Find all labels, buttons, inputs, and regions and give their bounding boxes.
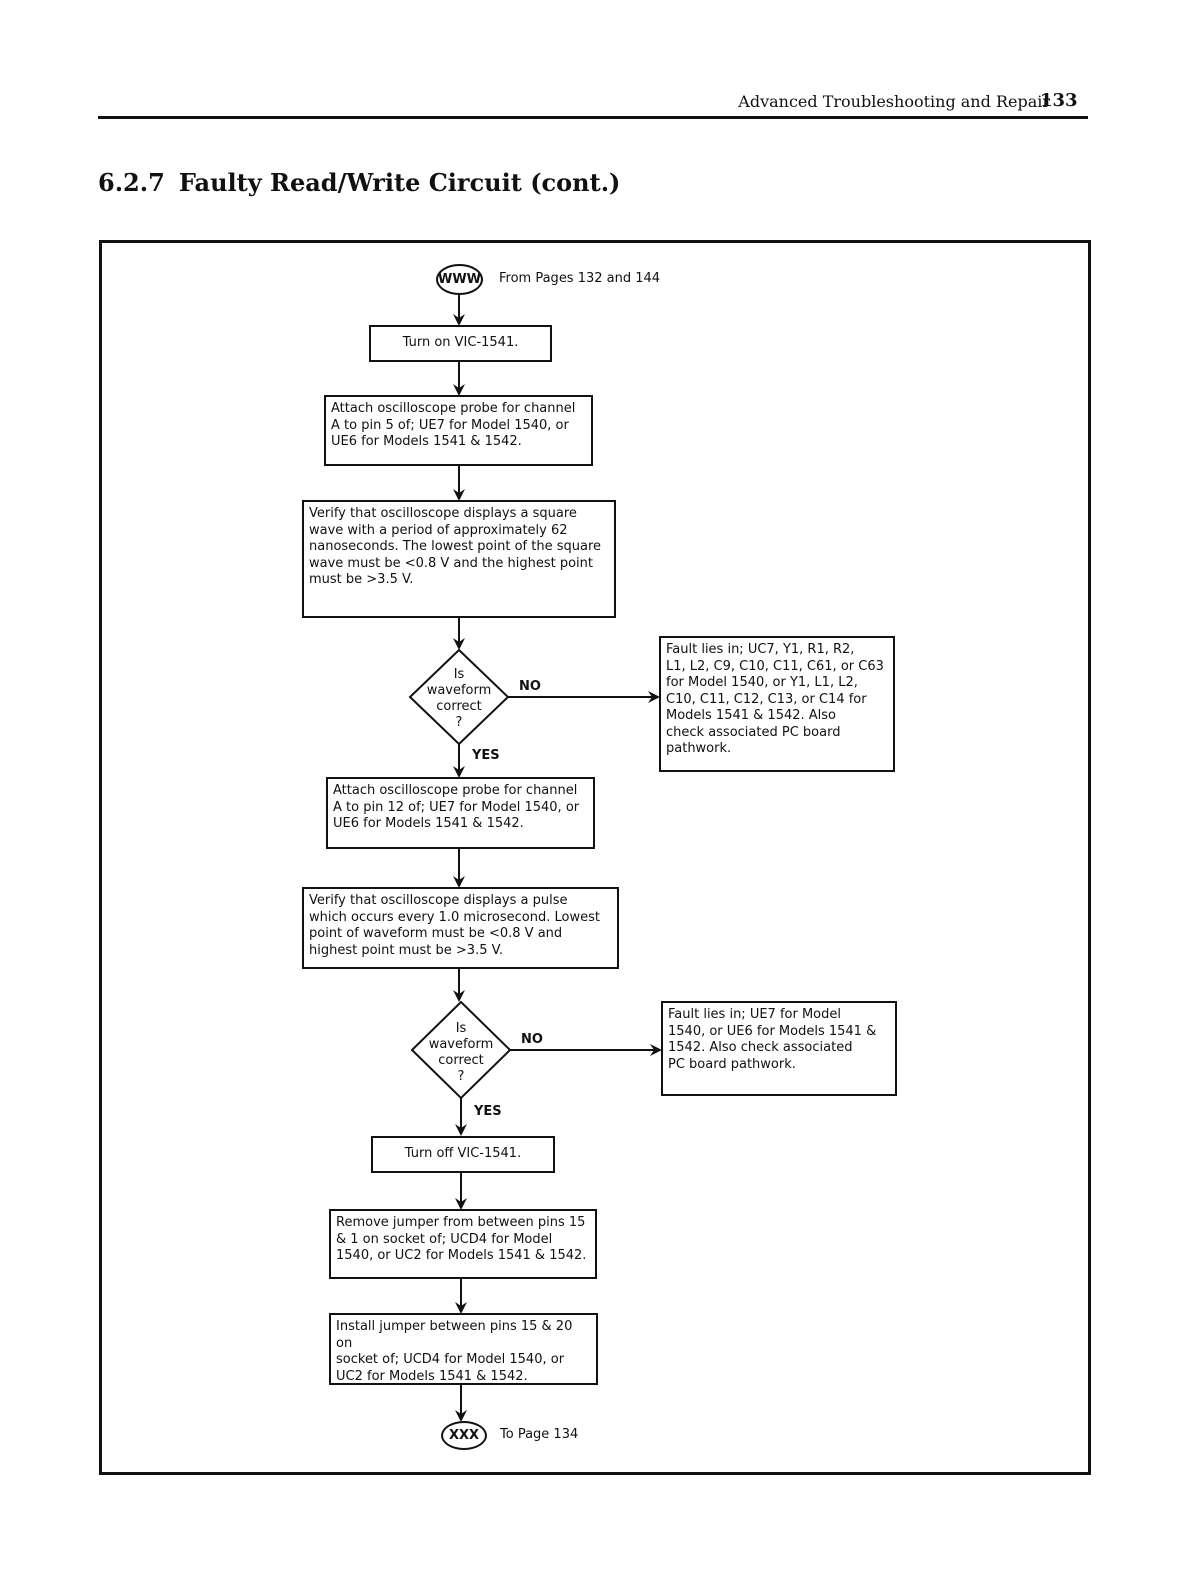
section-title: Faulty Read/Write Circuit (cont.)	[178, 168, 621, 197]
decision2-yes-label: YES	[474, 1104, 502, 1119]
decision1-question: Is waveform correct ?	[426, 667, 492, 730]
fault-box-2: Fault lies in; UE7 for Model 1540, or UE…	[661, 1001, 897, 1096]
page-number: 133	[1040, 90, 1078, 111]
step-remove-jumper: Remove jumper from between pins 15 & 1 o…	[329, 1209, 597, 1279]
end-connector: XXX	[441, 1421, 487, 1450]
flowchart-frame	[99, 240, 1091, 1475]
section-heading: 6.2.7 Faulty Read/Write Circuit (cont.)	[98, 168, 620, 197]
step-attach-probe-pin5: Attach oscilloscope probe for channel A …	[324, 395, 593, 466]
start-connector: WWW	[436, 264, 483, 295]
step-install-jumper: Install jumper between pins 15 & 20 on s…	[329, 1313, 598, 1385]
start-connector-note: From Pages 132 and 144	[499, 271, 661, 286]
step-verify-pulse: Verify that oscilloscope displays a puls…	[302, 887, 619, 969]
step-verify-square-wave: Verify that oscilloscope displays a squa…	[302, 500, 616, 618]
decision1-no-label: NO	[519, 679, 541, 694]
running-head: Advanced Troubleshooting and Repair	[738, 92, 1050, 111]
end-connector-note: To Page 134	[500, 1427, 579, 1442]
section-number: 6.2.7	[98, 168, 165, 197]
fault-box-1: Fault lies in; UC7, Y1, R1, R2, L1, L2, …	[659, 636, 895, 772]
decision2-question: Is waveform correct ?	[428, 1021, 494, 1084]
decision1-yes-label: YES	[472, 748, 500, 763]
step-attach-probe-pin12: Attach oscilloscope probe for channel A …	[326, 777, 595, 849]
header-rule	[98, 116, 1088, 119]
step-turn-off: Turn off VIC-1541.	[371, 1136, 555, 1173]
step-turn-on: Turn on VIC-1541.	[369, 325, 552, 362]
decision2-no-label: NO	[521, 1032, 543, 1047]
